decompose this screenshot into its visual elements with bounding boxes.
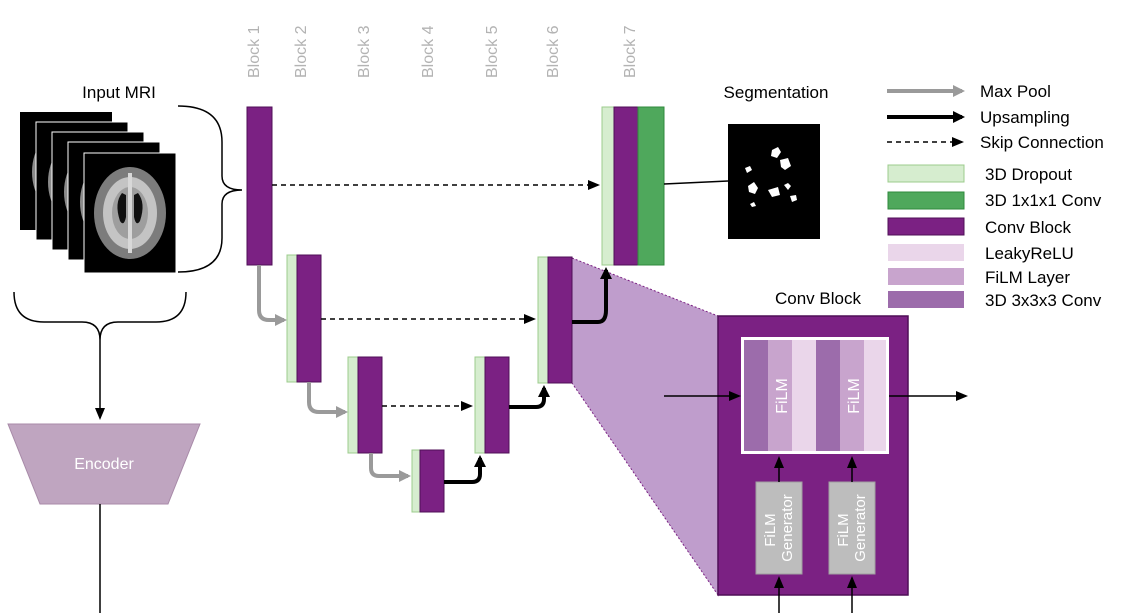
legend-leaky-relu-swatch	[888, 244, 964, 261]
encoder-label: Encoder	[74, 456, 134, 473]
film-generator-1-line-1: FiLM	[762, 513, 779, 546]
legend-film-layer-label: FiLM Layer	[985, 268, 1070, 287]
upsampling-arrow-1	[444, 455, 486, 484]
block-7-conv	[613, 106, 639, 266]
block-label-1: Block 1	[246, 25, 263, 78]
block-3-dropout	[347, 356, 359, 454]
layer-conv3x3-1	[744, 340, 768, 451]
legend-1x1-conv-label: 3D 1x1x1 Conv	[985, 191, 1102, 210]
legend-skip-label: Skip Connection	[980, 133, 1104, 152]
block-label-2: Block 2	[293, 25, 310, 78]
legend-conv3x3-label: 3D 3x3x3 Conv	[985, 291, 1102, 310]
legend-conv-block-label: Conv Block	[985, 218, 1071, 237]
bottom-brace	[13, 291, 187, 341]
block-label-6: Block 6	[545, 25, 562, 78]
block-3-conv	[357, 356, 383, 454]
encoder-shape	[7, 423, 201, 505]
max-pool-arrow-1	[257, 265, 287, 326]
legend: Max Pool Upsampling Skip Connection 3D D…	[887, 82, 1104, 310]
film-generator-1-line-2: Generator	[779, 494, 796, 562]
legend-conv3x3-swatch	[888, 291, 964, 308]
legend-dropout-label: 3D Dropout	[985, 165, 1072, 184]
layer-leaky-relu-2	[864, 340, 886, 451]
block-6-dropout	[537, 256, 549, 384]
input-mri-label: Input MRI	[82, 83, 156, 102]
legend-upsampling-label: Upsampling	[980, 108, 1070, 127]
segmentation-image	[728, 124, 820, 239]
block-label-4: Block 4	[420, 25, 437, 78]
block-4-conv	[419, 449, 445, 513]
film-generator-2-label: FiLM Generator	[835, 494, 869, 562]
segmentation-label: Segmentation	[724, 83, 829, 102]
legend-film-layer-swatch	[888, 268, 964, 285]
block-5-conv	[484, 356, 510, 454]
block-5-dropout	[474, 356, 486, 454]
layer-film-1	[768, 340, 792, 451]
film-layer-label-2: FiLM	[846, 378, 863, 414]
block-1-conv	[246, 106, 273, 266]
film-generator-1-label: FiLM Generator	[762, 494, 796, 562]
upsampling-arrow-2	[509, 385, 550, 409]
block-labels: Block 1 Block 2 Block 3 Block 4 Block 5 …	[246, 25, 639, 78]
legend-leaky-relu-label: LeakyReLU	[985, 244, 1074, 263]
block-label-3: Block 3	[356, 25, 373, 78]
block-7-1x1-conv	[637, 106, 665, 266]
block-4-dropout	[411, 449, 421, 513]
legend-1x1-conv-swatch	[887, 191, 965, 210]
legend-max-pool-label: Max Pool	[980, 82, 1051, 101]
film-generator-1	[755, 481, 803, 575]
film-layer-label-1: FiLM	[774, 378, 791, 414]
block-2-conv	[296, 254, 322, 383]
upsampling-arrow-3	[572, 267, 612, 324]
conv-block-detail-title: Conv Block	[775, 289, 861, 308]
max-pool-arrow-2	[307, 382, 348, 418]
layer-conv3x3-2	[816, 340, 840, 451]
film-generator-2-line-1: FiLM	[835, 513, 852, 546]
legend-conv-block-swatch	[887, 217, 965, 236]
max-pool-arrow-3	[369, 453, 411, 482]
block-label-5: Block 5	[484, 25, 501, 78]
film-generator-2-line-2: Generator	[852, 494, 869, 562]
segmentation-connector	[663, 180, 729, 185]
film-generator-2	[828, 481, 876, 575]
block-6-conv	[547, 256, 573, 384]
layer-leaky-relu-1	[792, 340, 816, 451]
right-brace	[177, 105, 243, 273]
zoom-region	[571, 257, 719, 597]
conv-block-layers: FiLM FiLM	[741, 337, 889, 454]
block-2-dropout	[286, 254, 298, 383]
block-label-7: Block 7	[622, 25, 639, 78]
block-7-dropout	[601, 106, 615, 266]
legend-dropout-swatch	[887, 164, 965, 183]
layer-film-2	[840, 340, 864, 451]
mri-stack	[20, 112, 177, 274]
